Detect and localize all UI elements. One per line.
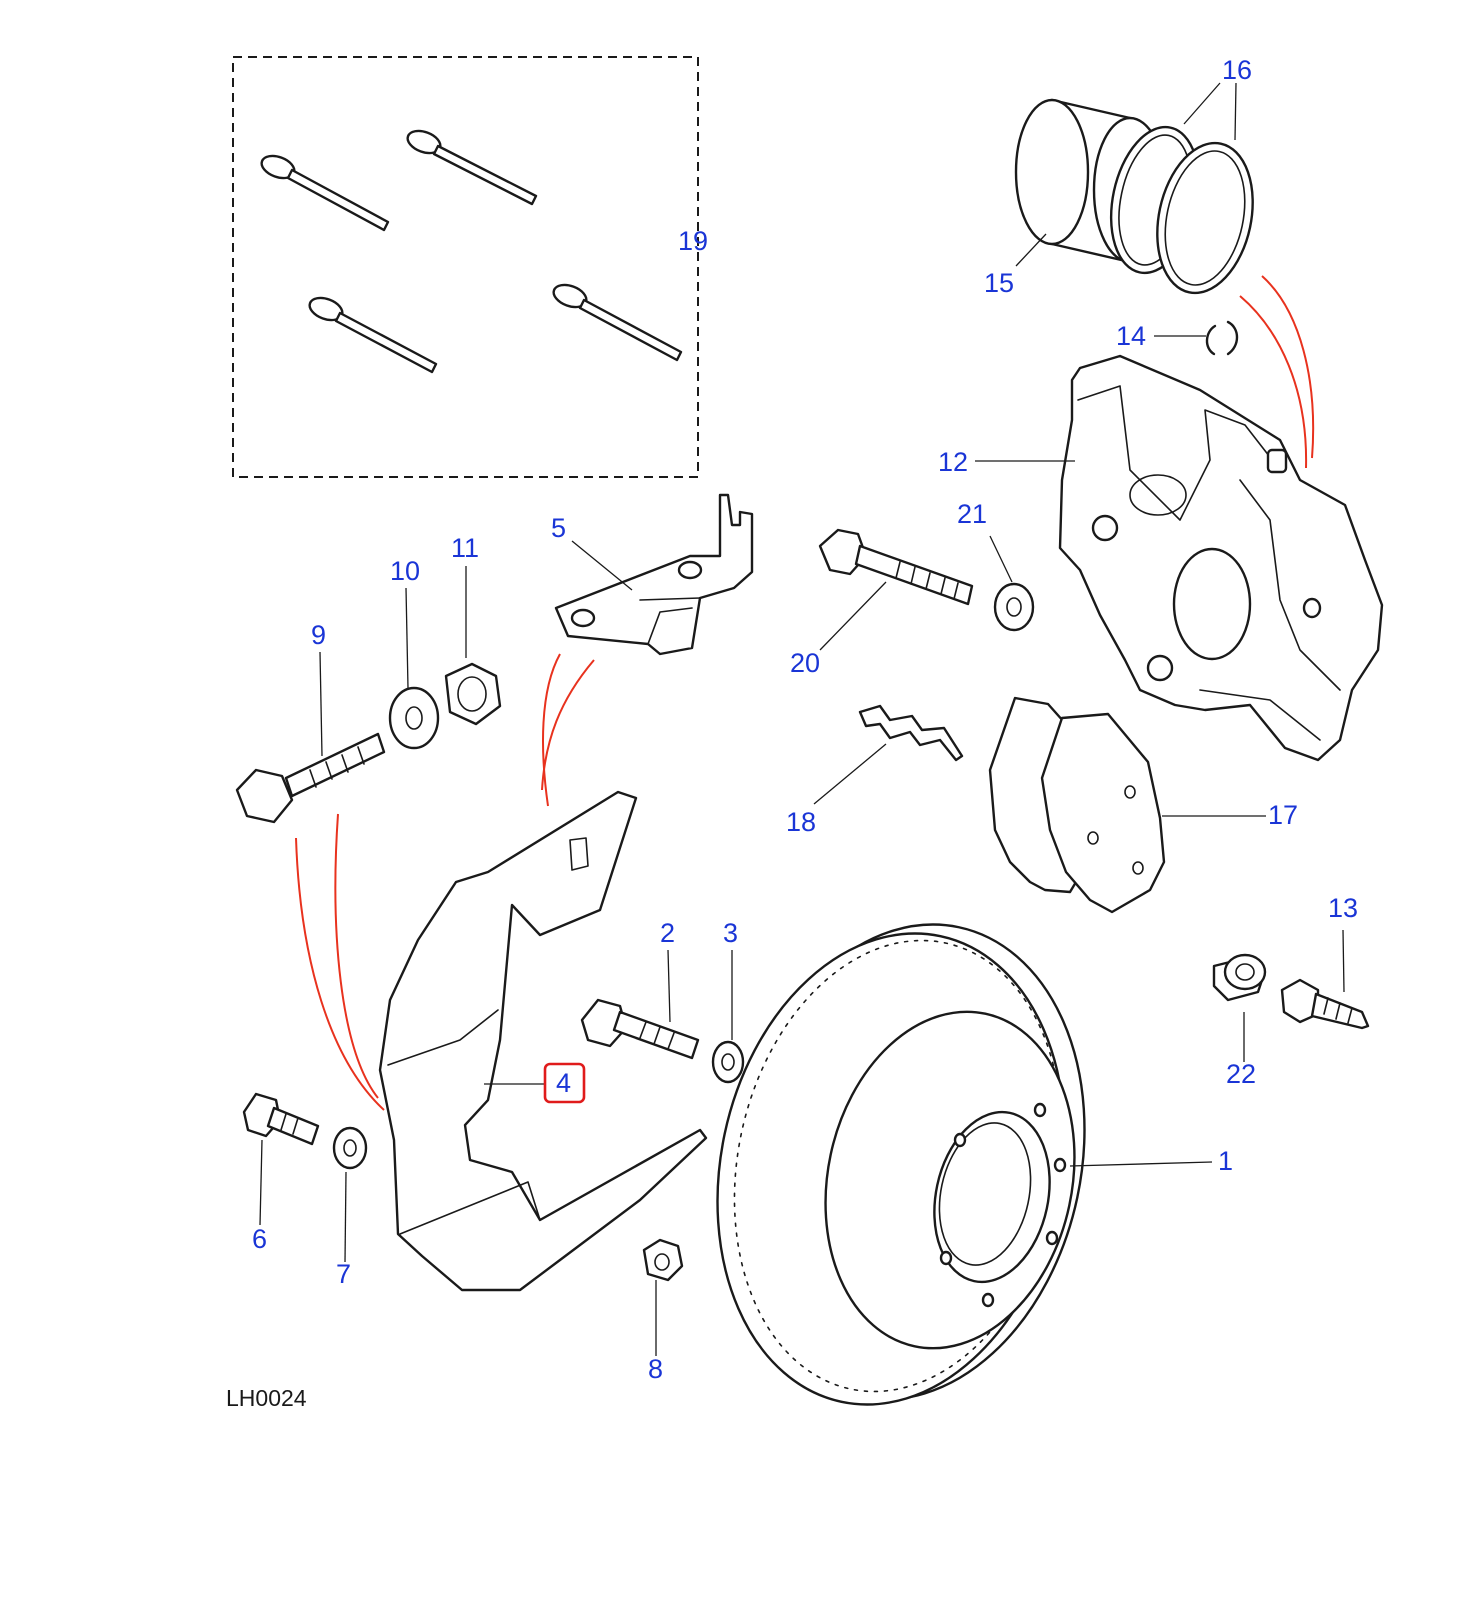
brake-disc xyxy=(716,923,1086,1406)
callout-9[interactable]: 9 xyxy=(311,620,326,650)
callout-4-highlight xyxy=(543,1062,586,1104)
callout-12[interactable]: 12 xyxy=(938,447,968,477)
callout-15[interactable]: 15 xyxy=(984,268,1014,298)
callout-2[interactable]: 2 xyxy=(660,918,675,948)
callout-22[interactable]: 22 xyxy=(1226,1059,1256,1089)
brake-caliper xyxy=(1058,354,1384,762)
split-pin xyxy=(552,283,683,362)
callout-17[interactable]: 17 xyxy=(1268,800,1298,830)
anti-rattle-spring xyxy=(858,704,964,762)
bracket-washer xyxy=(388,686,440,750)
retaining-clip xyxy=(1205,320,1239,356)
shield-washer xyxy=(711,1040,745,1084)
callout-8[interactable]: 8 xyxy=(648,1354,663,1384)
callout-16[interactable]: 16 xyxy=(1222,55,1252,85)
mounting-bracket xyxy=(554,493,754,656)
callout-19[interactable]: 19 xyxy=(678,226,708,256)
callout-14[interactable]: 14 xyxy=(1116,321,1146,351)
callout-10[interactable]: 10 xyxy=(390,556,420,586)
bracket-bolt xyxy=(235,732,386,824)
guide-bush xyxy=(1212,953,1267,1002)
split-pin xyxy=(308,296,438,374)
callout-20[interactable]: 20 xyxy=(790,648,820,678)
callout-7[interactable]: 7 xyxy=(336,1259,351,1289)
leader-lines xyxy=(259,82,1345,1356)
caliper-bolt xyxy=(818,528,974,606)
callout-6[interactable]: 6 xyxy=(252,1224,267,1254)
callout-1[interactable]: 1 xyxy=(1218,1146,1233,1176)
callout-18[interactable]: 18 xyxy=(786,807,816,837)
split-pin xyxy=(406,129,538,206)
brake-pad-set xyxy=(988,696,1166,914)
callout-3[interactable]: 3 xyxy=(723,918,738,948)
assembly-links xyxy=(295,275,1315,1111)
shield-nut xyxy=(642,1238,684,1282)
pad-retaining-screw xyxy=(1280,978,1370,1030)
dust-shield xyxy=(378,790,708,1292)
dust-seal xyxy=(1156,141,1254,295)
callout-21[interactable]: 21 xyxy=(957,499,987,529)
bracket-nut xyxy=(444,662,502,726)
split-pin xyxy=(260,154,390,232)
callout-13[interactable]: 13 xyxy=(1328,893,1358,923)
callout-5[interactable]: 5 xyxy=(551,513,566,543)
diagram-code: LH0024 xyxy=(226,1385,307,1411)
callout-labels: 1 2 3 4 5 6 7 8 9 10 11 12 13 14 15 16 1… xyxy=(252,55,1358,1384)
shield-screw xyxy=(242,1092,320,1146)
shield-bolt xyxy=(580,998,700,1060)
shield-screw-washer xyxy=(332,1126,368,1170)
caliper-lock-washer xyxy=(993,582,1035,632)
callout-11[interactable]: 11 xyxy=(451,533,479,563)
callout-4[interactable]: 4 xyxy=(556,1068,571,1098)
split-pin-kit xyxy=(232,56,699,478)
